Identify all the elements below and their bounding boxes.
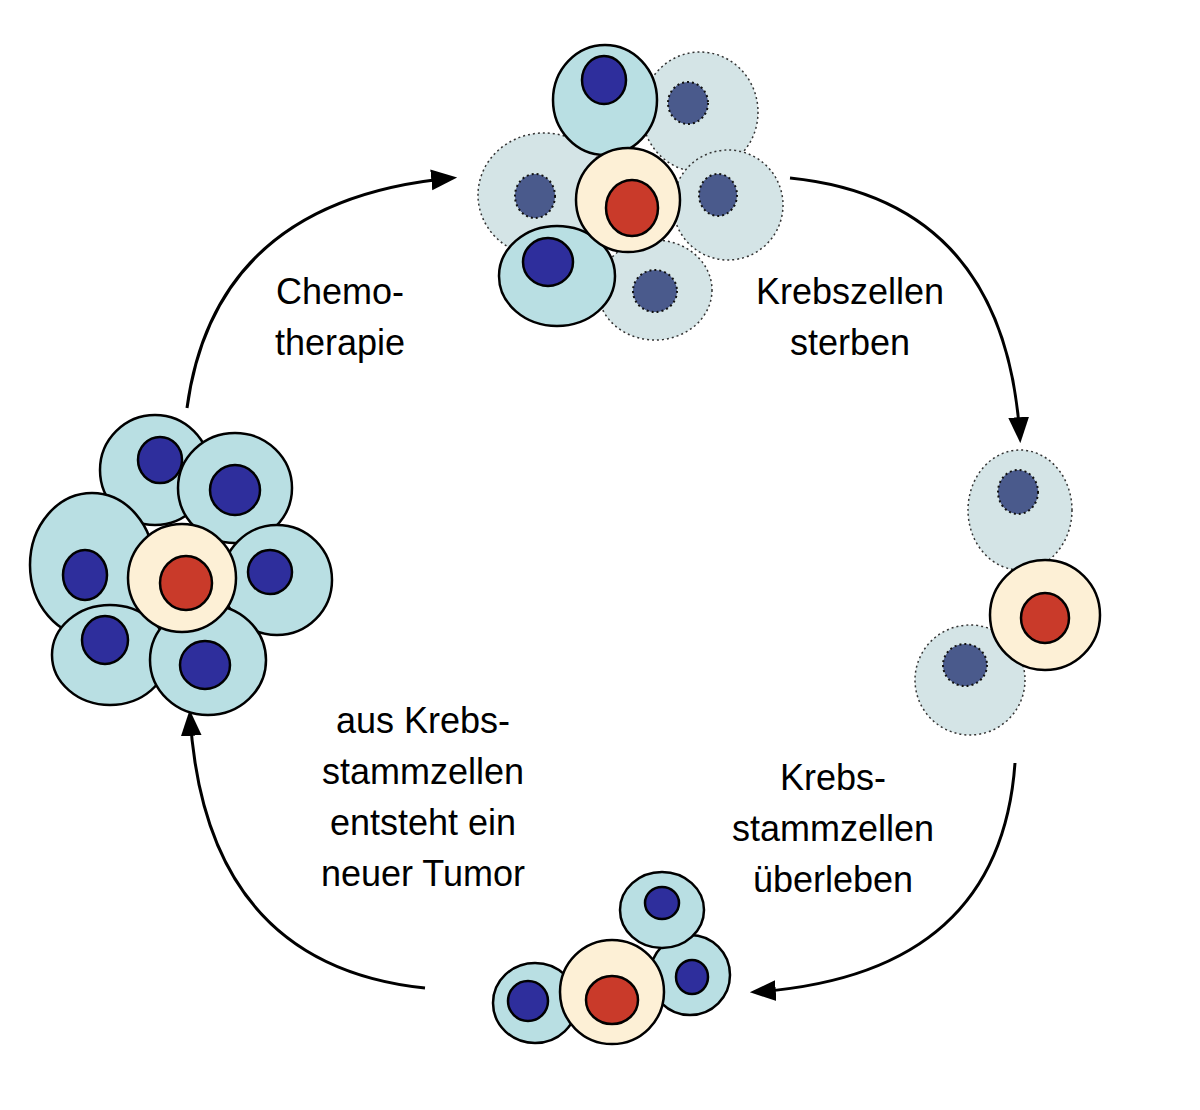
cancer-nucleus: [180, 641, 230, 689]
cancer-nucleus: [63, 550, 107, 600]
arrow-label: aus Krebs- stammzellen entsteht ein neue…: [303, 695, 543, 899]
dying-cell: [598, 240, 712, 340]
stem-cell: [560, 940, 664, 1044]
stem-cell: [990, 560, 1100, 670]
stem-nucleus: [160, 556, 212, 610]
cancer-nucleus: [523, 238, 573, 286]
dying-nucleus: [515, 174, 555, 218]
cancer-nucleus: [508, 981, 548, 1021]
cancer-nucleus: [82, 616, 128, 664]
stem-nucleus: [1021, 593, 1069, 643]
dying-nucleus: [699, 174, 737, 216]
stem-cell: [576, 148, 680, 252]
arrow-label: Krebs- stammzellen überleben: [708, 752, 958, 905]
cancer-nucleus: [676, 960, 708, 994]
dying-nucleus: [633, 270, 677, 312]
dying-nucleus: [943, 644, 987, 686]
cancer-nucleus: [210, 465, 260, 515]
cancer-cell: [553, 45, 657, 155]
cancer-nucleus: [645, 887, 679, 919]
arrow-label: Chemo- therapie: [253, 266, 428, 368]
stem-cell: [128, 524, 236, 632]
cycle-arrow: [187, 178, 452, 408]
dying-cell: [673, 150, 783, 260]
stem-nucleus: [606, 180, 658, 236]
stem-nucleus: [586, 976, 638, 1024]
dying-nucleus: [998, 470, 1038, 514]
cancer-nucleus: [582, 56, 626, 104]
cancer-nucleus: [248, 550, 292, 594]
cancer-nucleus: [138, 437, 182, 483]
cancer-cell: [620, 872, 704, 948]
dying-cell: [968, 450, 1072, 570]
arrow-label: Krebszellen sterben: [725, 266, 975, 368]
dying-nucleus: [668, 82, 708, 124]
